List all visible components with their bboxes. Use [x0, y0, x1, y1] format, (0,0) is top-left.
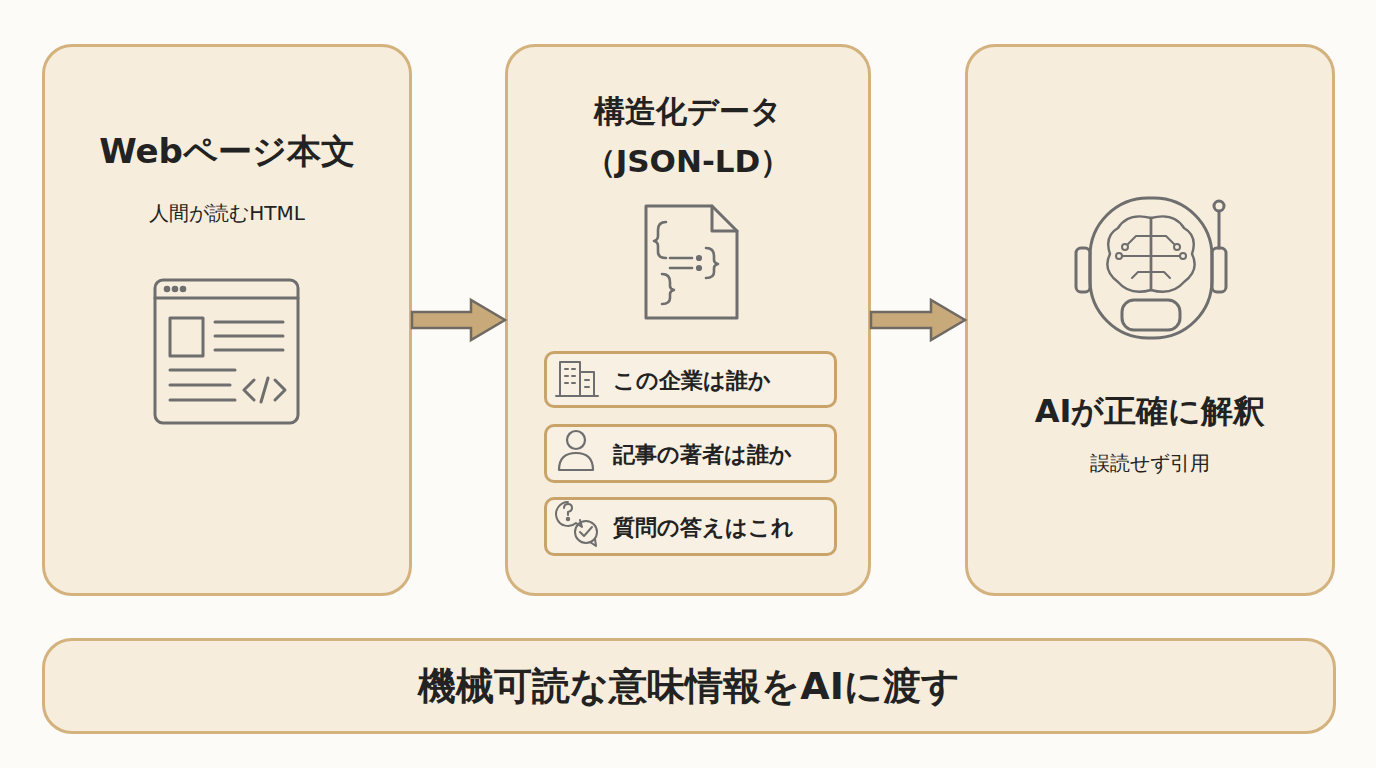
structured-data-box: 構造化データ （JSON-LD） この企業は誰か記事の著者は誰か質問の答えはこれ — [505, 44, 871, 596]
box-heading: 構造化データ （JSON-LD） — [568, 86, 808, 186]
info-item-box: この企業は誰か — [544, 351, 837, 408]
ai-box: AIが正確に解釈誤読せず引用 — [965, 44, 1335, 596]
flow-arrow — [412, 300, 505, 340]
box-heading: AIが正確に解釈 — [978, 390, 1322, 432]
info-item-box: 記事の著者は誰か — [544, 424, 837, 483]
box-heading: Webページ本文 — [55, 129, 399, 173]
item-label: この企業は誰か — [613, 366, 828, 396]
item-label: 質問の答えはこれ — [613, 513, 828, 543]
box-subtext: 人間が読むHTML — [55, 199, 399, 227]
person-icon — [559, 431, 593, 470]
building-icon — [556, 362, 598, 396]
browser-icon — [155, 280, 298, 423]
flow-arrow — [871, 300, 965, 340]
qa-chat-icon — [556, 502, 597, 546]
content-box: Webページ本文人間が読むHTML — [42, 44, 412, 596]
summary-band: 機械可読な意味情報をAIに渡す — [42, 638, 1336, 734]
info-item-box: 質問の答えはこれ — [544, 497, 837, 556]
json-file-icon — [646, 206, 737, 318]
item-label: 記事の著者は誰か — [613, 440, 828, 470]
robot-ai-icon — [1076, 198, 1226, 338]
summary-text: 機械可読な意味情報をAIに渡す — [65, 661, 1313, 711]
box-subtext: 誤読せず引用 — [978, 449, 1322, 477]
